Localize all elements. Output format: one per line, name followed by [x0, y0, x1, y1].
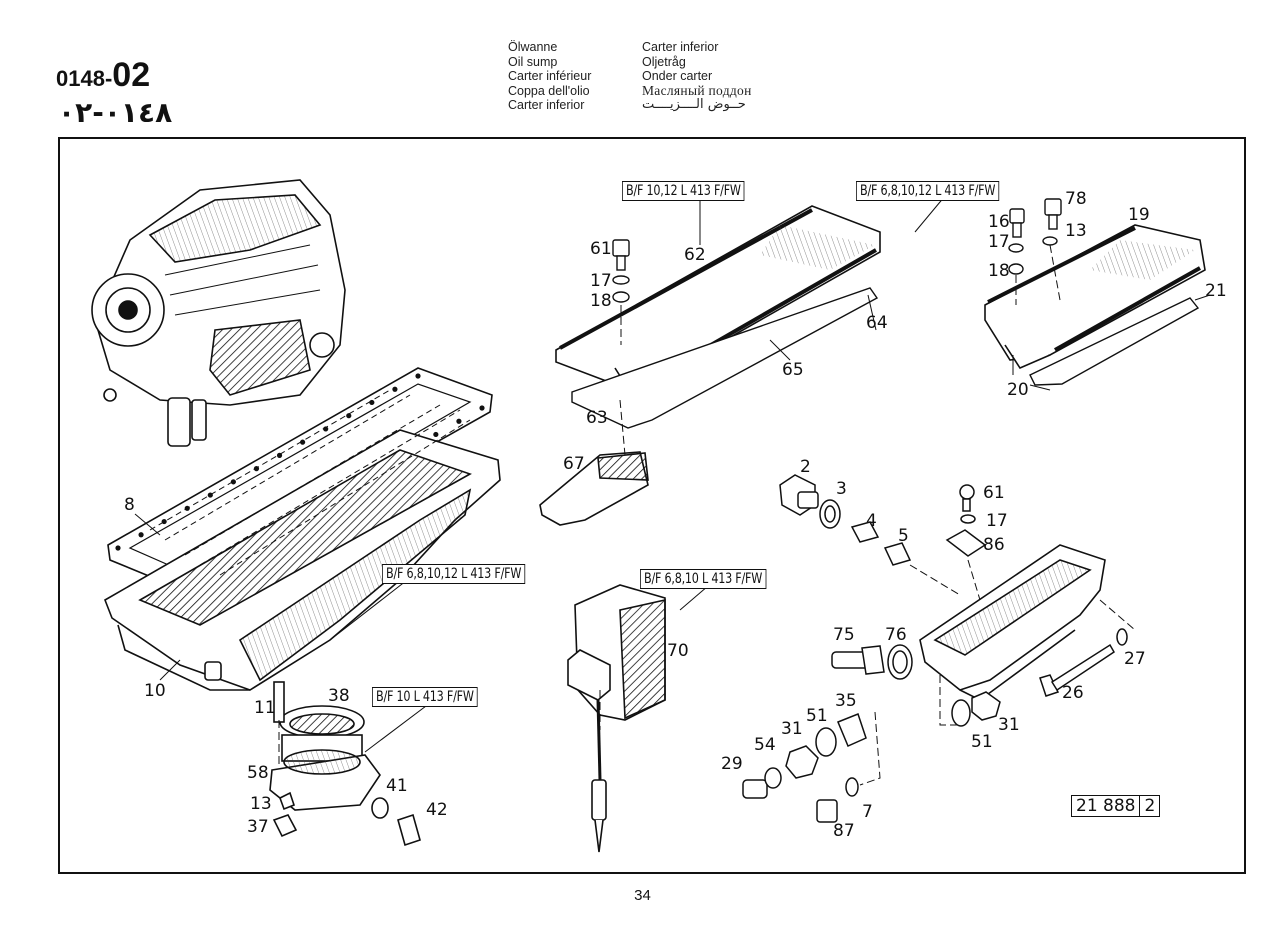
oil-pan-gasket-21: [1029, 297, 1200, 386]
part-number-label: 41: [386, 776, 408, 796]
oil-pan-19: [984, 224, 1206, 370]
part-number-label: 35: [835, 691, 857, 711]
title-arabic: حــوض الــــزيــــت: [642, 97, 746, 112]
part-number-label: 76: [885, 625, 907, 645]
assembly-lines-left: [149, 389, 471, 576]
title-french: Carter inférieur: [508, 69, 592, 83]
part-number-label: 61: [590, 239, 612, 259]
part-number-label: 31: [998, 715, 1020, 735]
part-number-label: 75: [833, 625, 855, 645]
part-number-label: 18: [988, 261, 1010, 281]
title-english: Oil sump: [508, 54, 558, 69]
part-number-label: 16: [988, 212, 1010, 232]
variant-applicability-box: B/F 10,12 L 413 F/FW: [622, 181, 745, 201]
part-number-label: 67: [563, 454, 585, 474]
part-number-label: 58: [247, 763, 269, 783]
part-number-label: 86: [983, 535, 1005, 555]
engine-illustration: [91, 179, 346, 447]
fittings-75-76: [831, 644, 913, 680]
part-number-label: 54: [754, 735, 776, 755]
part-number-label: 29: [721, 754, 743, 774]
title-swedish: Oljetråg: [642, 54, 686, 69]
oil-sump-lower-right: [919, 544, 1106, 701]
variant-applicability-box: B/F 6,8,10 L 413 F/FW: [640, 569, 767, 589]
part-number-label: 17: [988, 232, 1010, 252]
variant-applicability-box: B/F 10 L 413 F/FW: [372, 687, 478, 707]
part-number-label: 26: [1062, 683, 1084, 703]
variant-applicability-box: B/F 6,8,10,12 L 413 F/FW: [382, 564, 526, 584]
bolt-26: [1039, 628, 1128, 697]
part-number-label: 51: [971, 732, 993, 752]
section-code-prefix: 0148-: [56, 66, 113, 91]
section-code-arabic: ٠١٤٨-٠٢: [58, 96, 173, 129]
part-number-label: 37: [247, 817, 269, 837]
seal-67: [539, 451, 649, 526]
title-italian: Coppa dell'olio: [508, 83, 590, 98]
part-number-label: 3: [836, 479, 847, 499]
part-number-label: 20: [1007, 380, 1029, 400]
part-number-label: 78: [1065, 189, 1087, 209]
part-number-label: 10: [144, 681, 166, 701]
oil-sump-pan-10: [104, 429, 501, 691]
part-number-label: 38: [328, 686, 350, 706]
flange-housing-38-58: [269, 681, 421, 847]
title-column-right: Carter inferior Oljetråg Onder carter Ма…: [642, 40, 752, 113]
title-column-left: Ölwanne Oil sump Carter inférieur Coppa …: [508, 40, 591, 113]
title-portuguese: Carter inferior: [642, 40, 719, 54]
oil-pan-gasket-64: [571, 287, 879, 429]
part-number-label: 27: [1124, 649, 1146, 669]
variant-applicability-box: B/F 6,8,10,12 L 413 F/FW: [856, 181, 1000, 201]
part-number-label: 87: [833, 821, 855, 841]
part-number-label: 70: [667, 641, 689, 661]
drain-fittings: [742, 691, 1001, 823]
part-number-label: 21: [1205, 281, 1227, 301]
title-spanish: Carter inferior: [508, 98, 585, 112]
oil-pan-62: [555, 205, 881, 397]
part-number-label: 18: [590, 291, 612, 311]
part-number-label: 17: [590, 271, 612, 291]
section-code-suffix: 02: [112, 56, 151, 94]
dashed-assembly-lines: [278, 244, 1136, 786]
part-number-label: 42: [426, 800, 448, 820]
part-number-label: 61: [983, 483, 1005, 503]
dipstick-70: [567, 584, 666, 853]
part-number-label: 2: [800, 457, 811, 477]
part-number-label: 13: [1065, 221, 1087, 241]
title-russian: Масляный поддон: [642, 82, 752, 98]
part-number-label: 11: [254, 698, 276, 718]
page-number: 34: [634, 887, 651, 904]
part-number-label: 4: [866, 511, 877, 531]
part-number-label: 31: [781, 719, 803, 739]
part-number-label: 5: [898, 526, 909, 546]
fittings-2-3-4-5: [779, 474, 987, 566]
part-number-label: 17: [986, 511, 1008, 531]
part-number-label: 65: [782, 360, 804, 380]
part-number-label: 51: [806, 706, 828, 726]
title-german: Ölwanne: [508, 40, 558, 54]
title-dutch: Onder carter: [642, 69, 713, 83]
part-number-label: 13: [250, 794, 272, 814]
part-number-label: 8: [124, 495, 135, 515]
part-number-label: 19: [1128, 205, 1150, 225]
bolts-top: [612, 198, 1062, 303]
drawing-reference-suffix: 2: [1139, 796, 1159, 816]
part-number-label: 62: [684, 245, 706, 265]
diagram-frame: [58, 137, 1246, 874]
part-number-label: 64: [866, 313, 888, 333]
section-code: 0148-02: [56, 56, 150, 95]
drawing-reference-main: 21 888: [1076, 796, 1136, 816]
part-number-label: 7: [862, 802, 873, 822]
part-number-label: 63: [586, 408, 608, 428]
